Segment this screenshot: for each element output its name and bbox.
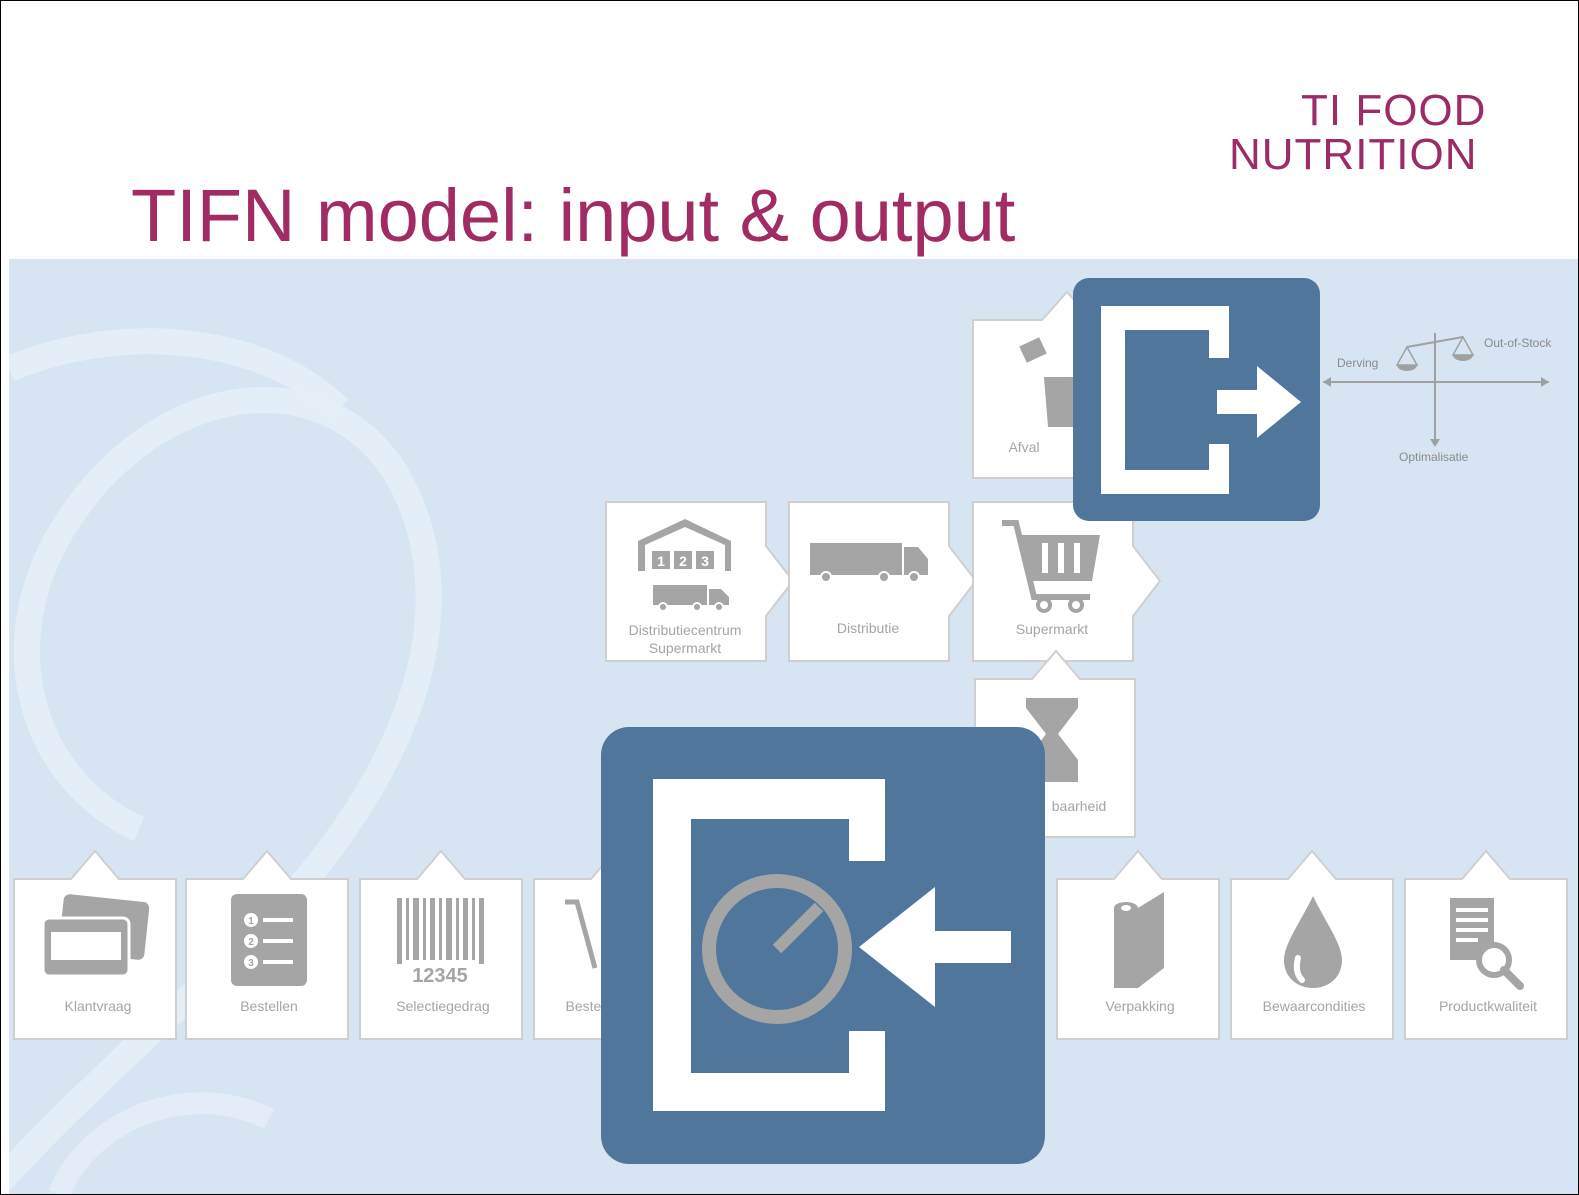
tile-label: Distributiecentrum Supermarkt: [628, 622, 742, 656]
tile-verpakking: Verpakking: [1056, 849, 1220, 1040]
tile-distributie: Distributie: [788, 501, 978, 662]
input-import-icon: [601, 727, 1045, 1164]
warehouse-number: 2: [679, 553, 687, 569]
tile-label: Distributie: [836, 620, 900, 636]
trash-icon: [1019, 337, 1080, 427]
tifn-logo: TI FOOD NUTRITION: [1229, 86, 1499, 179]
tile-label: Selectiegedrag: [396, 998, 490, 1014]
slide-title: TIFN model: input & output: [131, 174, 1016, 257]
tile-label: Bestel: [565, 998, 605, 1014]
warehouse-icon: 1 2 3: [638, 519, 731, 612]
tile-label: Productkwaliteit: [1438, 998, 1538, 1014]
tile-bestellen: 1 2 3 Bestellen: [185, 849, 349, 1040]
tile-bewaarcondities: Bewaarcondities: [1230, 849, 1394, 1040]
logo-line-1: TI FOOD: [1301, 86, 1487, 135]
tile-label: baarheid: [1051, 798, 1107, 814]
tile-supermarkt: Supermarkt: [972, 501, 1162, 662]
tile-label: Afval: [1008, 439, 1040, 455]
tile-label: Klantvraag: [64, 998, 132, 1014]
cart-icon: [1002, 520, 1100, 613]
warehouse-number: 1: [657, 553, 665, 569]
tile-productkwaliteit: Productkwaliteit: [1404, 849, 1568, 1040]
balance-diagram: Derving Out-of-Stock Optimalisatie: [1319, 319, 1559, 479]
logo-line-2: NUTRITION: [1229, 130, 1478, 179]
balance-label-left: Derving: [1337, 356, 1379, 370]
list-number: 3: [248, 958, 254, 969]
tile-label: Bestellen: [240, 998, 298, 1014]
list-number: 1: [248, 916, 254, 927]
balance-label-right: Out-of-Stock: [1484, 336, 1552, 350]
truck-icon: [810, 543, 928, 583]
list-number: 2: [248, 937, 254, 948]
tile-selectiegedrag: 12345 Selectiegedrag: [359, 849, 523, 1040]
balance-label-bottom: Optimalisatie: [1399, 450, 1469, 464]
numbered-list-icon: 1 2 3: [231, 894, 307, 986]
scale-icon: [1323, 333, 1549, 447]
tile-label: Supermarkt: [1015, 621, 1089, 637]
tile-label: Bewaarcondities: [1262, 998, 1366, 1014]
barcode-digits: 12345: [412, 965, 468, 987]
roll-icon: [1114, 892, 1164, 988]
credit-card-icon: [41, 894, 150, 978]
warehouse-number: 3: [701, 553, 709, 569]
output-export-icon: [1073, 278, 1320, 521]
tile-distributiecentrum: 1 2 3 Distributiecentrum Supermarkt: [605, 501, 795, 662]
barcode-icon: 12345: [397, 898, 484, 987]
tile-label: Verpakking: [1105, 998, 1175, 1014]
document-search-icon: [1450, 898, 1524, 990]
tile-klantvraag: Klantvraag: [13, 849, 177, 1040]
drop-icon: [1284, 896, 1342, 988]
cart-icon: [565, 899, 598, 969]
